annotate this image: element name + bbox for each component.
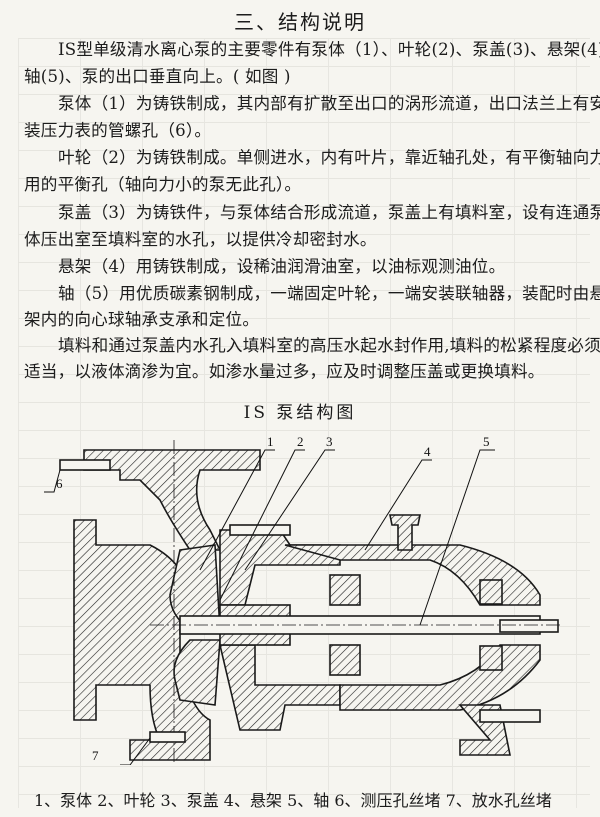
label-2: 2 [297, 434, 304, 449]
text-line: 泵体（1）为铸铁制成，其内部有扩散至出口的涡形流道，出口法兰上有安 [58, 94, 600, 113]
text-line: 叶轮（2）为铸铁制成。单侧进水，内有叶片，靠近轴孔处，有平衡轴向力 [58, 148, 600, 167]
leader-lines [44, 449, 495, 765]
section-title: 三、结构说明 [234, 10, 366, 34]
text-line: 悬架（4）用铸铁制成，设稀油润滑油室，以油标观测油位。 [58, 257, 506, 276]
text-line: 轴（5）用优质碳素钢制成，一端固定叶轮，一端安装联轴器，装配时由悬 [58, 284, 600, 303]
label-6: 6 [56, 476, 63, 491]
text-line: 泵盖（3）为铸铁件，与泵体结合形成流道，泵盖上有填料室，设有连通泵 [58, 203, 600, 222]
label-4: 4 [424, 444, 431, 459]
text-line: 装压力表的管螺孔（6）。 [24, 121, 212, 140]
text-line: 适当，以液体滴渗为宜。如渗水量过多，应及时调整压盖或更换填料。 [24, 362, 545, 381]
text-line: 体压出室至填料室的水孔，以提供冷却密封水。 [24, 230, 377, 249]
pump-body-drawing [59, 440, 560, 765]
label-1: 1 [267, 434, 274, 449]
label-7: 7 [92, 748, 99, 763]
pump-cross-section-diagram: 1 2 3 4 5 6 7 [44, 434, 560, 765]
text-line: 用的平衡孔（轴向力小的泵无此孔）。 [24, 175, 302, 194]
text-line: 架内的向心球轴承支承和定位。 [24, 310, 260, 329]
text-line: 轴(5)、泵的出口垂直向上。( 如图 ) [24, 67, 291, 86]
label-5: 5 [483, 434, 490, 449]
label-3: 3 [326, 434, 333, 449]
text-line: 填料和通过泵盖内水孔入填料室的高压水起水封作用,填料的松紧程度必须 [58, 336, 600, 355]
text-line: IS型单级清水离心泵的主要零件有泵体（1）、叶轮(2)、泵盖(3)、悬架(4)、 [58, 40, 600, 59]
figure-caption: 1、泵体 2、叶轮 3、泵盖 4、悬架 5、轴 6、测压孔丝堵 7、放水孔丝堵 [34, 791, 552, 810]
figure-title: IS 泵结构图 [243, 403, 357, 423]
